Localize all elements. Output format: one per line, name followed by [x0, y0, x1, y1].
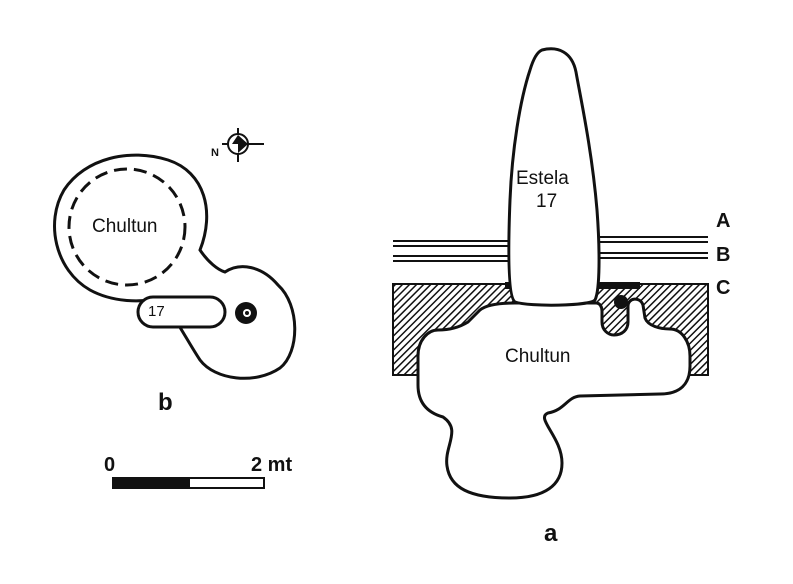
layer-label-b: B — [716, 244, 731, 266]
chultun-mouth-dashed — [67, 167, 187, 287]
layer-label-c: C — [716, 277, 731, 299]
stela-label-line2: 17 — [536, 191, 558, 212]
plan-stela-number: 17 — [148, 303, 165, 320]
scale-end-label: 2 mt — [251, 454, 293, 476]
panel-label-b: b — [158, 389, 173, 416]
panel-label-a: a — [544, 520, 558, 547]
section-chultun-label: Chultun — [505, 346, 571, 367]
stela-17-section — [507, 47, 601, 307]
scale-start-label: 0 — [104, 454, 116, 476]
north-arrow-icon — [222, 128, 264, 162]
chultun-cavity — [416, 297, 692, 500]
stela-label-line1: Estela — [516, 168, 569, 189]
plan-outline — [53, 153, 297, 380]
scale-bar — [112, 477, 265, 489]
post-hole-dot — [614, 295, 628, 309]
north-label: N — [211, 147, 219, 159]
layer-label-a: A — [716, 210, 731, 232]
stela-17-footprint — [136, 295, 227, 329]
scale-bar-filled — [113, 478, 189, 488]
section-view-a — [392, 47, 709, 500]
plan-view-b — [53, 153, 297, 380]
plan-chultun-label: Chultun — [92, 216, 158, 237]
scale-bar-empty — [188, 477, 265, 489]
